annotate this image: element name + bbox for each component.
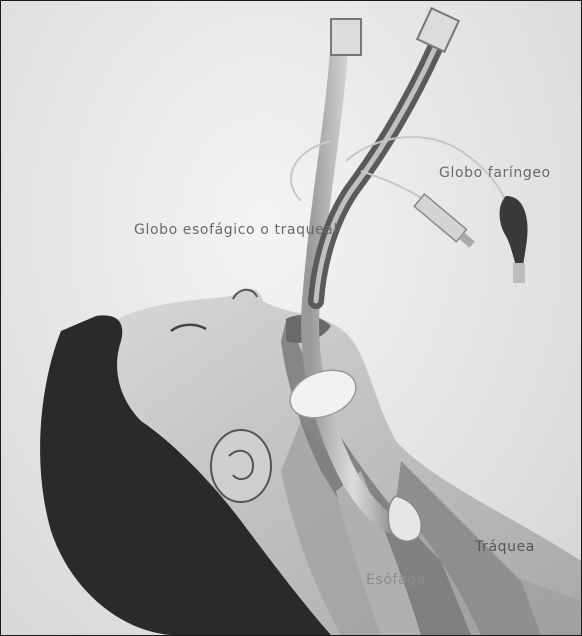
label-trachea: Tráquea [475,539,535,555]
label-esophageal-tracheal-balloon: Globo esofágico o traqueal [134,222,338,238]
label-pharyngeal-balloon: Globo faríngeo [439,165,551,181]
ear [211,430,271,502]
connector-right [417,8,459,51]
syringe-icon [414,194,477,251]
label-esophagus: Esófago [366,572,426,588]
bulb-icon [500,196,528,283]
connector-left [331,19,361,55]
